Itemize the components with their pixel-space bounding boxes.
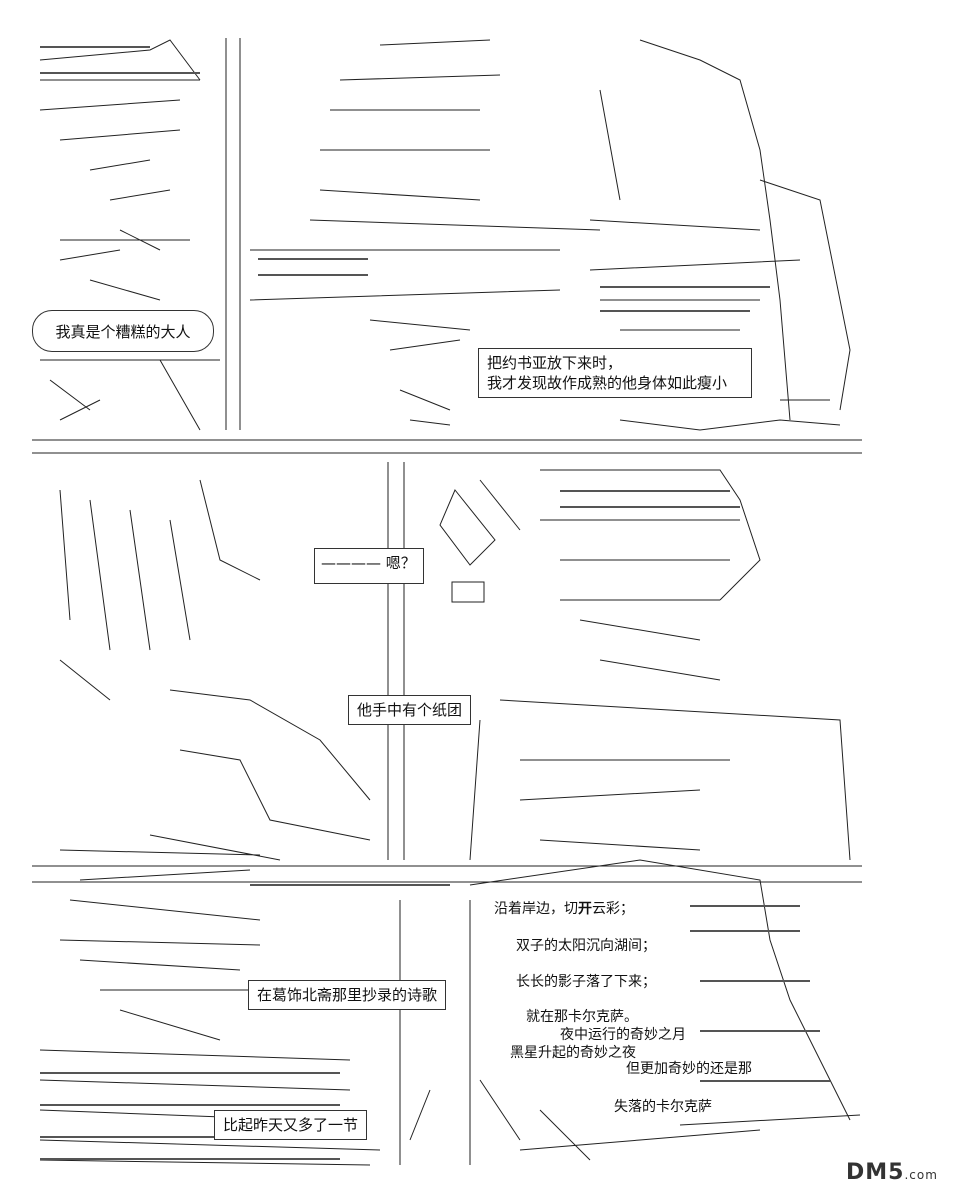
watermark-brand: DM5	[846, 1160, 905, 1185]
narration-text: 他手中有个纸团	[357, 701, 463, 719]
speech-bubble: 我真是个糟糕的大人	[32, 310, 214, 352]
poem-line: 就在那卡尔克萨。	[524, 1008, 640, 1026]
poem-line: 黑星升起的奇妙之夜	[508, 1044, 638, 1062]
narration-box: 在葛饰北斋那里抄录的诗歌	[248, 980, 447, 1010]
poem-line: 沿着岸边，切开云彩；	[492, 900, 636, 918]
poem-line: 失落的卡尔克萨	[612, 1098, 714, 1116]
poem-line: 夜中运行的奇妙之月	[558, 1026, 688, 1044]
narration-text: 比起昨天又多了一节	[223, 1116, 359, 1134]
watermark-suffix: .com	[904, 1168, 938, 1182]
poem-line: 但更加奇妙的还是那	[624, 1060, 754, 1078]
narration-line: 把约书亚放下来时，	[487, 354, 623, 372]
poem-line: 长长的影子落了下来；	[514, 973, 658, 991]
narration-line: 我才发现故作成熟的他身体如此瘦小	[487, 374, 728, 392]
narration-box: 把约书亚放下来时， 我才发现故作成熟的他身体如此瘦小	[478, 348, 752, 398]
narration-box: 他手中有个纸团	[348, 695, 472, 725]
speech-box: ———— 嗯？	[314, 548, 424, 584]
speech-text: ———— 嗯？	[321, 554, 416, 572]
narration-text: 在葛饰北斋那里抄录的诗歌	[257, 986, 438, 1004]
site-watermark: DM5.com	[846, 1160, 938, 1185]
speech-text: 我真是个糟糕的大人	[55, 322, 191, 341]
narration-box: 比起昨天又多了一节	[214, 1110, 368, 1140]
poem-line: 双子的太阳沉向湖间；	[514, 937, 658, 955]
